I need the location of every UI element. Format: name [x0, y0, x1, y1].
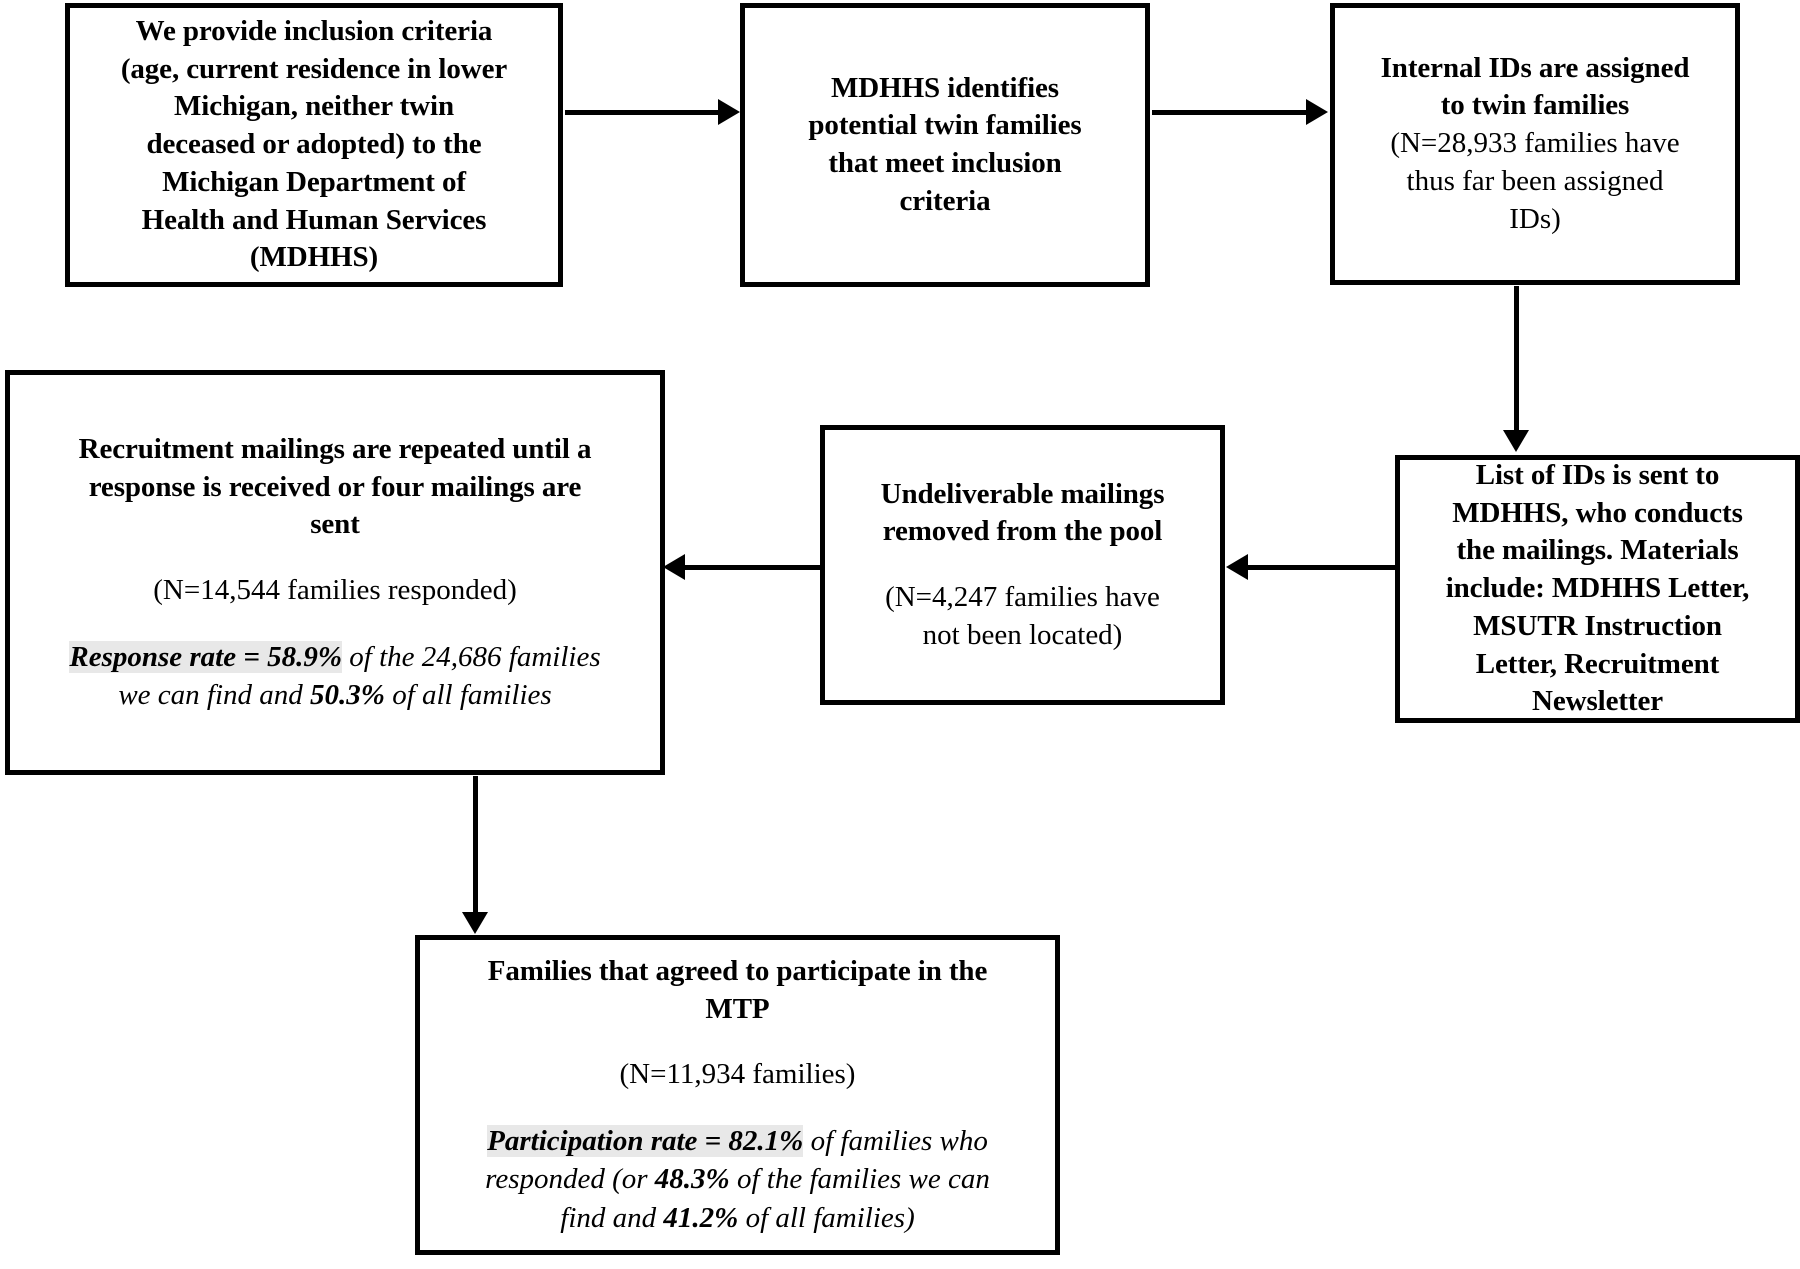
arrow-list-to-undeliverable-line	[1248, 565, 1396, 570]
participation-rate-line3-tail: of all families)	[738, 1201, 915, 1234]
box-agreed-detail: (N=11,934 families)	[619, 1058, 856, 1091]
participation-rate-line2-lead: responded (or	[485, 1163, 655, 1196]
arrow-recruitment-to-agreed-line	[473, 776, 478, 916]
arrow-internal-ids-to-list-head	[1503, 430, 1529, 452]
arrow-inclusion-to-mdhhs-line	[565, 110, 723, 115]
box-agreed-heading-1: MTP	[705, 992, 770, 1025]
response-rate-all-value: 50.3%	[310, 678, 385, 711]
box-inclusion-criteria-line-2: Michigan, neither twin	[173, 90, 454, 123]
box-internal-ids-detail-1: thus far been assigned	[1406, 164, 1664, 197]
arrow-undeliverable-to-recruitment-line	[685, 565, 821, 570]
box-undeliverable-detail-1: not been located)	[922, 618, 1123, 651]
response-rate-line2-lead: we can find and	[118, 678, 311, 711]
box-inclusion-criteria-line-6: (MDHHS)	[249, 241, 379, 274]
box-agreed-rate-line-2: responded (or 48.3% of the families we c…	[485, 1160, 990, 1198]
box-recruitment-heading-2: sent	[310, 508, 360, 541]
participation-rate-all-value: 41.2%	[663, 1201, 739, 1234]
box-agreed-rate-line-1: Participation rate = 82.1% of families w…	[487, 1122, 988, 1160]
box-agreed-rate-line-3: find and 41.2% of all families)	[560, 1199, 914, 1237]
participation-rate-line1-tail: of families who	[803, 1125, 988, 1158]
response-rate-line1-tail: of the 24,686 families	[342, 640, 601, 673]
box-undeliverable-heading-1: removed from the pool	[882, 515, 1163, 548]
box-mdhhs-identifies: MDHHS identifies potential twin families…	[740, 3, 1150, 287]
box-inclusion-criteria-line-5: Health and Human Services	[141, 203, 487, 236]
participation-rate-highlight: Participation rate = 82.1%	[487, 1125, 804, 1158]
box-internal-ids-heading-1: to twin families	[1440, 89, 1630, 122]
box-undeliverable-detail-0: (N=4,247 families have	[885, 581, 1160, 613]
box-undeliverable-mailings: Undeliverable mailings removed from the …	[820, 425, 1225, 705]
box-undeliverable-heading-0: Undeliverable mailings	[880, 477, 1165, 510]
arrow-mdhhs-to-internal-ids-head	[1306, 99, 1328, 125]
participation-rate-line3-lead: find and	[560, 1201, 664, 1234]
box-mdhhs-identifies-line-0: MDHHS identifies	[831, 71, 1059, 104]
box-list-of-ids-line-0: List of IDs is sent to	[1475, 459, 1720, 492]
arrow-undeliverable-to-recruitment-head	[663, 554, 685, 580]
arrow-mdhhs-to-internal-ids-line	[1152, 110, 1310, 115]
arrow-recruitment-to-agreed-head	[462, 912, 488, 934]
participation-rate-findable-value: 48.3%	[654, 1163, 730, 1196]
box-mdhhs-identifies-line-3: criteria	[899, 184, 991, 217]
box-agreed-to-participate: Families that agreed to participate in t…	[415, 935, 1060, 1255]
box-recruitment-rate-line-1: Response rate = 58.9% of the 24,686 fami…	[69, 638, 601, 676]
box-recruitment-mailings: Recruitment mailings are repeated until …	[5, 370, 665, 775]
box-internal-ids-heading-0: Internal IDs are assigned	[1380, 51, 1690, 84]
box-inclusion-criteria-line-4: Michigan Department of	[162, 165, 466, 198]
box-list-of-ids: List of IDs is sent to MDHHS, who conduc…	[1395, 455, 1800, 723]
box-inclusion-criteria: We provide inclusion criteria (age, curr…	[65, 3, 563, 287]
arrow-internal-ids-to-list-line	[1514, 286, 1519, 434]
box-recruitment-rate-line-2: we can find and 50.3% of all families	[118, 676, 551, 714]
arrow-list-to-undeliverable-head	[1226, 554, 1248, 580]
box-list-of-ids-line-2: the mailings. Materials	[1456, 534, 1739, 567]
box-list-of-ids-line-6: Newsletter	[1531, 685, 1664, 718]
box-internal-ids-detail-2: IDs)	[1509, 202, 1561, 235]
box-mdhhs-identifies-line-1: potential twin families	[808, 109, 1082, 142]
arrow-inclusion-to-mdhhs-head	[718, 99, 740, 125]
response-rate-highlight: Response rate = 58.9%	[69, 640, 343, 673]
box-list-of-ids-line-1: MDHHS, who conducts	[1452, 496, 1743, 529]
box-recruitment-detail: (N=14,544 families responded)	[153, 573, 517, 606]
box-recruitment-heading-1: response is received or four mailings ar…	[88, 470, 582, 503]
participation-rate-line2-tail: of the families we can	[729, 1163, 990, 1196]
box-inclusion-criteria-line-1: (age, current residence in lower	[120, 52, 508, 85]
box-internal-ids: Internal IDs are assigned to twin famili…	[1330, 3, 1740, 285]
response-rate-line2-tail: of all families	[384, 678, 552, 711]
box-mdhhs-identifies-line-2: that meet inclusion	[828, 147, 1062, 179]
box-inclusion-criteria-line-3: deceased or adopted) to the	[146, 128, 482, 161]
box-list-of-ids-line-4: MSUTR Instruction	[1473, 609, 1722, 642]
box-list-of-ids-line-5: Letter, Recruitment	[1475, 647, 1720, 680]
box-list-of-ids-line-3: include: MDHHS Letter,	[1445, 572, 1750, 605]
box-inclusion-criteria-line-0: We provide inclusion criteria	[135, 15, 493, 48]
box-recruitment-heading-0: Recruitment mailings are repeated until …	[78, 432, 592, 465]
box-internal-ids-detail-0: (N=28,933 families have	[1390, 127, 1680, 160]
box-agreed-heading-0: Families that agreed to participate in t…	[487, 955, 988, 988]
